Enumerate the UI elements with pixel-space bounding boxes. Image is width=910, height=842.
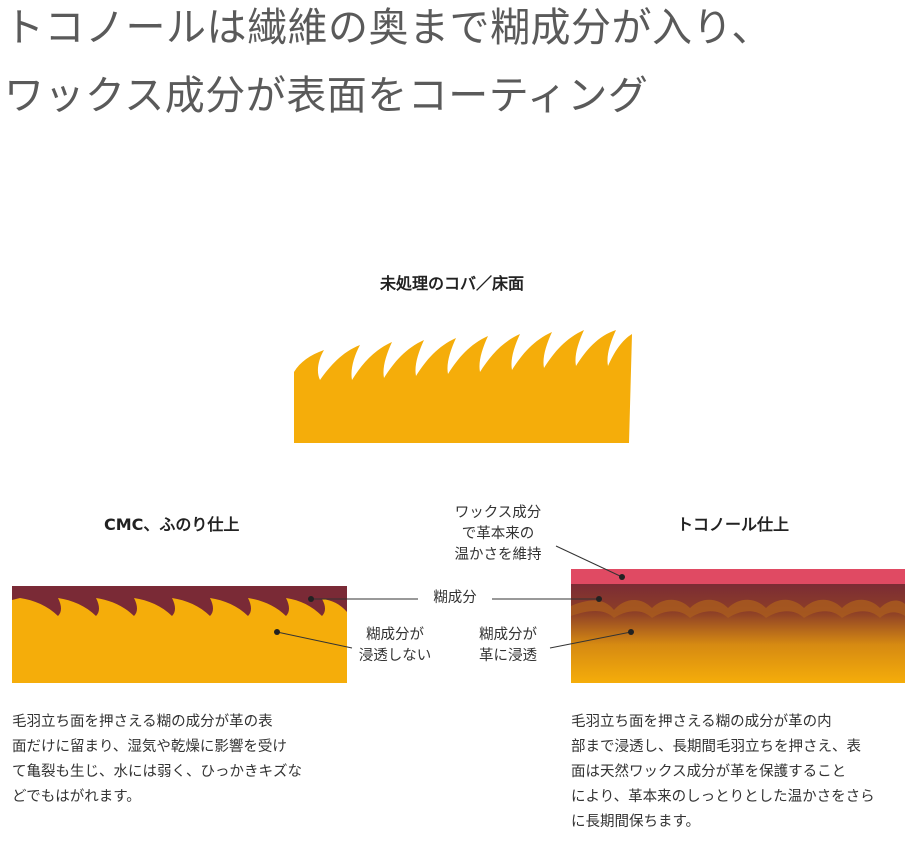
wax-callout: ワックス成分 で革本来の 温かさを維持	[448, 503, 548, 566]
untreated-leather-block	[294, 330, 632, 443]
cmc-description-line-2: 面だけに留まり、湿気や乾燥に影響を受け	[12, 739, 287, 755]
tokonole-title: トコノール仕上	[677, 515, 790, 534]
tokonole-description-line-4: により、革本来のしっとりとした温かさをさら	[571, 789, 875, 805]
wax-callout-line-3: 温かさを維持	[454, 547, 542, 563]
cmc-callout-line-1: 糊成分が	[366, 627, 424, 643]
cmc-callout-dot	[274, 629, 280, 635]
tokonole-description-line-1: 毛羽立ち面を押さえる糊の成分が革の内	[571, 714, 832, 730]
tokonole-fibre-texture	[571, 599, 905, 618]
paste-label: 糊成分	[433, 590, 477, 606]
cmc-description-line-4: どでもはがれます。	[12, 789, 141, 805]
cmc-description: 毛羽立ち面を押さえる糊の成分が革の表 面だけに留まり、湿気や乾燥に影響を受け て…	[12, 710, 302, 810]
tokonole-callout-line-1: 糊成分が	[479, 627, 537, 643]
tokonole-description-line-2: 部まで浸透し、長期間毛羽立ちを押さえ、表	[571, 739, 861, 755]
tokonole-leather-block	[571, 582, 905, 683]
wax-callout-line-2: で革本来の	[461, 526, 535, 542]
wax-callout-dot	[619, 574, 625, 580]
paste-dot-left	[308, 596, 314, 602]
untreated-title: 未処理のコバ／床面	[380, 274, 525, 293]
cmc-callout-line-2: 浸透しない	[358, 648, 432, 664]
cmc-callout-leader	[276, 631, 353, 649]
headline-line-2: ワックス成分が表面をコーティング	[4, 73, 649, 119]
tokonole-callout-line-2: 革に浸透	[479, 648, 537, 664]
wax-callout-leader	[555, 545, 621, 577]
cmc-leather-block	[12, 586, 347, 683]
tokonole-description-line-3: 面は天然ワックス成分が革を保護すること	[571, 764, 847, 780]
cmc-description-line-3: て亀裂も生じ、水には弱く、ひっかきキズな	[12, 764, 302, 780]
wax-callout-line-1: ワックス成分	[454, 505, 542, 521]
headline-line-1: トコノールは繊維の奥まで糊成分が入り、	[4, 5, 772, 51]
cmc-description-line-1: 毛羽立ち面を押さえる糊の成分が革の表	[12, 714, 273, 730]
tokonole-callout-leader	[549, 631, 632, 649]
tokonole-callout: 糊成分が 革に浸透	[470, 625, 546, 667]
cmc-paste-layer	[12, 586, 347, 616]
tokonole-callout-dot	[628, 629, 634, 635]
cmc-title: CMC、ふのり仕上	[104, 515, 240, 534]
tokonole-wax-layer	[571, 569, 905, 584]
cmc-callout: 糊成分が 浸透しない	[355, 625, 435, 667]
tokonole-description-line-5: に長期間保ちます。	[571, 814, 701, 830]
paste-dot-right	[596, 596, 602, 602]
tokonole-description: 毛羽立ち面を押さえる糊の成分が革の内 部まで浸透し、長期間毛羽立ちを押さえ、表 …	[571, 710, 875, 835]
